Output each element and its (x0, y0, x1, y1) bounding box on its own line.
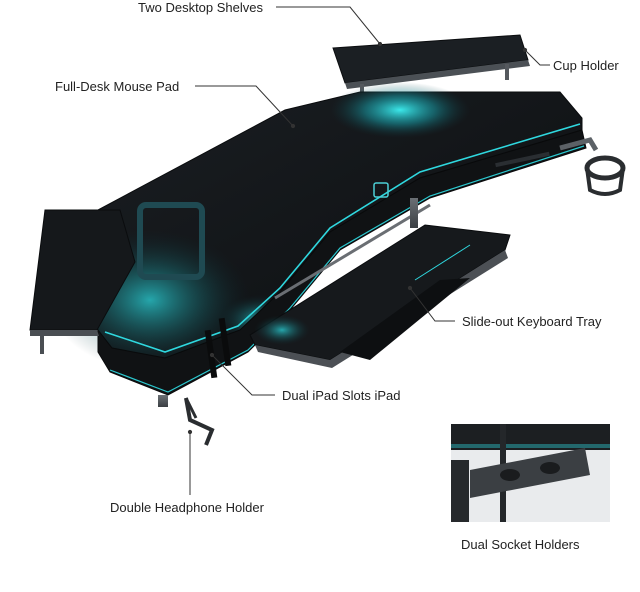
keyboard-tray (249, 203, 511, 368)
callout-ipad-slots: Dual iPad Slots iPad (282, 388, 401, 403)
callout-headphone-holder: Double Headphone Holder (110, 500, 264, 515)
leader-lines (187, 6, 550, 495)
callout-socket-holders: Dual Socket Holders (461, 537, 580, 552)
cup-holder-illustration (559, 137, 626, 196)
callout-shelves: Two Desktop Shelves (138, 0, 264, 15)
side-shelf (29, 209, 136, 354)
callout-keyboard-tray: Slide-out Keyboard Tray (462, 314, 602, 329)
callout-mouse-pad: Full-Desk Mouse Pad (55, 79, 180, 94)
top-shelf (332, 34, 530, 98)
callout-cup-holder: Cup Holder (553, 58, 619, 73)
socket-holder-inset (451, 424, 610, 522)
